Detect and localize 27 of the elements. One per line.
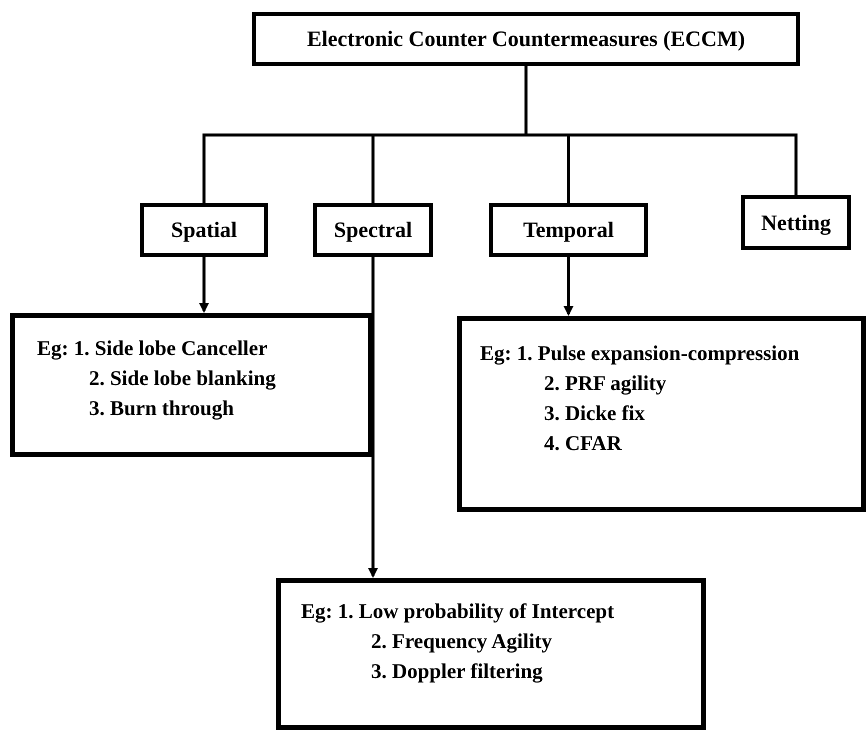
category-box [489,203,648,257]
connector-line [524,66,798,195]
node-label: Netting [761,210,831,234]
example-item: 2. PRF agility [544,371,668,395]
example-item: 3. Doppler filtering [371,659,544,683]
node-label: Electronic Counter Countermeasures (ECCM) [306,27,746,51]
example-box [457,316,866,512]
arrow [564,257,574,316]
example-item: Eg: 1. Side lobe Canceller [37,336,268,360]
example-box [276,578,706,730]
example-item: 4. CFAR [544,431,623,455]
example-item: Eg: 1. Low probability of Intercept [301,599,616,623]
example-box [10,313,373,457]
category-box [741,195,851,250]
example-item: 3. Dicke fix [544,401,646,425]
example-item: 3. Burn through [89,396,235,420]
example-item: Eg: 1. Pulse expansion-compression [480,341,800,365]
arrow [368,257,378,578]
arrow [199,257,209,313]
category-box [313,203,433,257]
node-label: Temporal [523,218,614,242]
title-box [252,12,800,66]
node-label: Spectral [334,218,412,242]
node-label: Spatial [170,218,238,242]
example-item: 2. Frequency Agility [371,629,554,653]
example-item: 2. Side lobe blanking [89,366,277,390]
category-box [140,203,268,257]
